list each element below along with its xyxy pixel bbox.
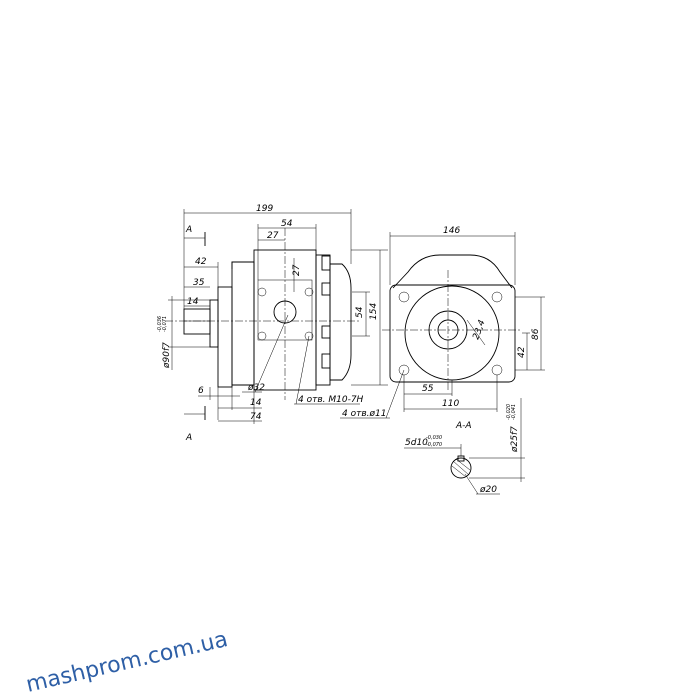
dim-spline: 5d10 [405,438,428,448]
shaft-section [450,457,472,479]
drive-shaft [183,308,211,335]
dim-holes-thread: 4 отв. М10-7Н [298,395,364,405]
dim-14-top: 14 [187,297,199,307]
side-flange [389,284,516,383]
dim-27-width: 27 [267,231,279,241]
dim-199: 199 [256,204,273,214]
top-boss [392,254,513,289]
dim-holes-dia: 4 отв.ø11 [342,409,386,419]
side-dimensions: 146 86 42 23,4 55 110 4 отв.ø11 [340,226,545,419]
section-a-top: A [185,225,192,235]
mounting-flange [217,286,233,388]
section-a-a: A-A 5d10 -0,030 -0,070 ø25f7 -0,020 -0,0… [404,398,525,495]
front-cover [231,261,254,269]
dim-86: 86 [531,328,541,340]
bolt-hole-2 [491,291,503,303]
dim-dia-25: ø25f7 [510,426,520,453]
dim-35: 35 [193,278,205,288]
dim-dia-25-tol-upper: -0,020 [506,404,512,420]
front-dimensions: 199 54 27 27 54 42 35 14 A A [157,204,388,443]
dim-154: 154 [369,303,379,320]
dim-42: 42 [195,257,207,267]
side-view [382,254,522,392]
dim-74: 74 [250,412,262,422]
bolt-hole-1 [398,291,410,303]
front-view [165,228,360,400]
dim-42-side: 42 [517,346,527,358]
section-a-bottom: A [185,433,192,443]
dim-54-width: 54 [281,219,293,229]
dim-110: 110 [442,399,459,409]
dim-54-height: 54 [355,306,365,318]
rear-cover [315,254,331,386]
dim-27-height: 27 [292,264,302,276]
dim-dia-20: ø20 [479,485,497,495]
dim-spline-tol-upper: -0,030 [426,435,442,441]
dim-146: 146 [443,226,460,236]
section-title: A-A [455,421,472,431]
dim-shaft-tol-upper: -0,036 [157,316,163,332]
dim-dia-25-tol-lower: -0,041 [511,404,517,420]
pilot-boss [209,299,219,348]
dim-dia-32: ø32 [247,383,265,393]
dim-spline-tol-lower: -0,070 [426,442,442,448]
end-cap [329,263,352,381]
body-circle [404,285,500,381]
watermark: mashprom.com.ua [24,627,230,698]
dim-shaft-dia: ø90f7 [162,342,172,369]
dim-14-bottom: 14 [250,398,262,408]
bolt-hole-4 [491,364,503,376]
dim-55: 55 [422,384,434,394]
dim-shaft-tol-lower: -0,071 [162,316,168,332]
dim-6: 6 [198,386,204,396]
